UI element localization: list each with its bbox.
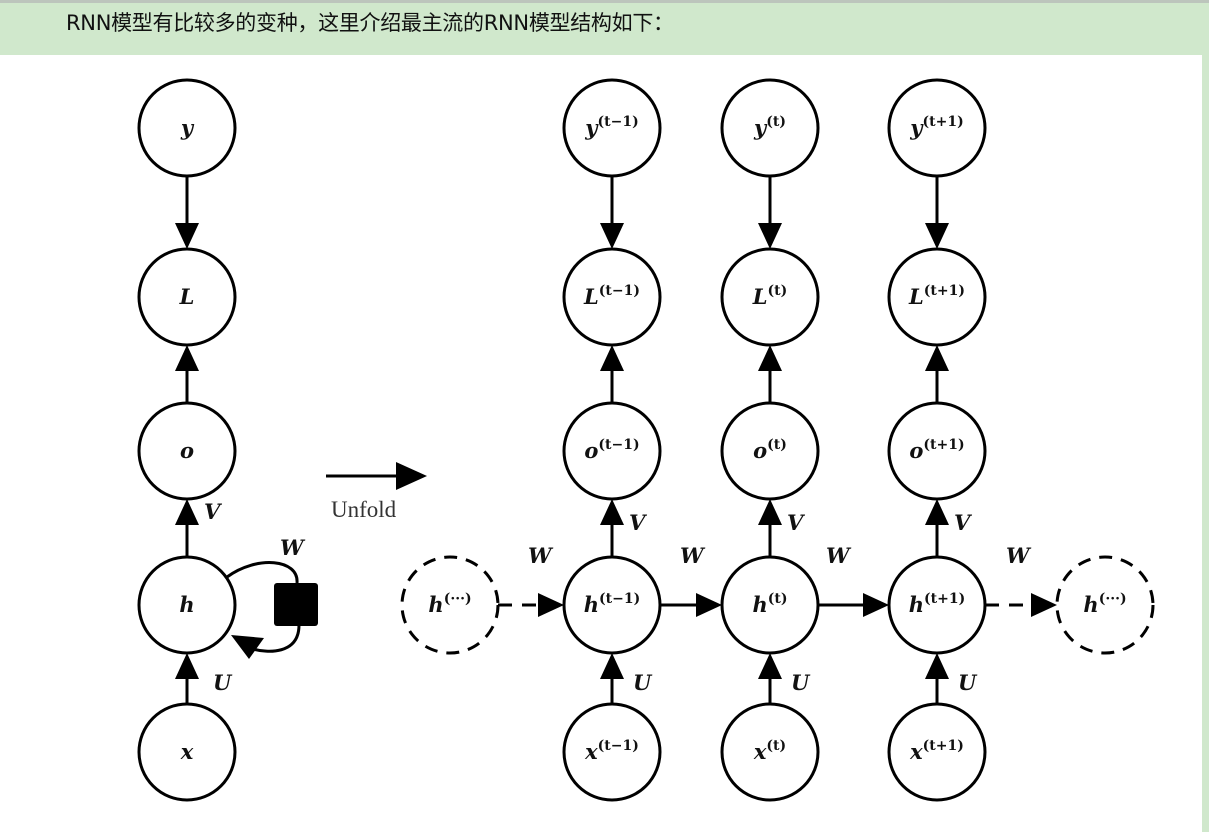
node-h-t0 <box>562 555 662 655</box>
node-label-y-t0: y(t−1) <box>584 114 638 140</box>
node-o-t0 <box>562 401 662 501</box>
edge-label-W-2: W <box>826 543 852 568</box>
node-label-h-t1: h(t) <box>753 591 788 617</box>
edge-label-W-0: W <box>528 543 554 568</box>
node-x-t1 <box>720 702 820 802</box>
arrowhead-h-t1-h-t2 <box>863 593 889 617</box>
arrowhead-recurrent <box>231 635 264 659</box>
edge-label-V: V <box>204 499 223 524</box>
node-label-x: x <box>180 739 194 764</box>
recurrent-loop-bottom <box>252 624 301 653</box>
node-label-y: y <box>180 115 195 140</box>
node-y-t0 <box>562 78 662 178</box>
node-label-L-t2: L(t+1) <box>908 283 965 309</box>
arrowhead-x-h-t2 <box>925 653 949 679</box>
node-h-ellipsis-right <box>1055 555 1155 655</box>
node-label-o: o <box>180 438 194 463</box>
node-x-t0 <box>562 702 662 802</box>
arrowhead-h-o <box>175 499 199 525</box>
edge-label-W-1: W <box>680 543 706 568</box>
node-label-x-t1: x(t) <box>753 738 786 764</box>
edge-label-U-t1: U <box>791 670 811 695</box>
node-label-h-ellipsis-left: h(···) <box>428 591 471 617</box>
node-label-L-t1: L(t) <box>752 283 787 309</box>
banner-text: RNN模型有比较多的变种，这里介绍最主流的RNN模型结构如下： <box>66 11 674 35</box>
arrowhead-x-h <box>175 653 199 679</box>
node-h-t2 <box>887 555 987 655</box>
banner: RNN模型有比较多的变种，这里介绍最主流的RNN模型结构如下： <box>0 3 1209 55</box>
arrowhead-y-L-t1 <box>758 223 782 249</box>
node-h-ellipsis-left <box>400 555 500 655</box>
node-label-h-ellipsis-right: h(···) <box>1083 591 1126 617</box>
arrowhead-y-L-t2 <box>925 223 949 249</box>
edge-label-U-t2: U <box>958 670 978 695</box>
node-x <box>137 702 237 802</box>
delay-square <box>274 583 318 626</box>
arrowhead-h-t2-h-ellipsis <box>1031 593 1057 617</box>
node-label-x-t0: x(t−1) <box>584 738 639 764</box>
arrowhead-h-o-t1 <box>758 499 782 525</box>
arrowhead-h-o-t0 <box>600 499 624 525</box>
arrowhead-y-L-t0 <box>600 223 624 249</box>
arrowhead-o-L <box>175 345 199 371</box>
arrowhead-x-h-t0 <box>600 653 624 679</box>
node-label-x-t2: x(t+1) <box>909 738 964 764</box>
arrowhead-o-L-t2 <box>925 345 949 371</box>
node-L-t2 <box>887 247 987 347</box>
node-L-t0 <box>562 247 662 347</box>
arrowhead-o-L-t1 <box>758 345 782 371</box>
unfold-arrowhead <box>396 462 427 490</box>
node-label-o-t1: o(t) <box>753 437 787 463</box>
edge-label-U: U <box>213 670 233 695</box>
node-label-o-t2: o(t+1) <box>909 437 964 463</box>
node-label-L-t0: L(t−1) <box>583 283 640 309</box>
node-o-t2 <box>887 401 987 501</box>
arrowhead-h-o-t2 <box>925 499 949 525</box>
node-h <box>137 555 237 655</box>
recurrent-loop-top <box>226 561 299 584</box>
edge-label-U-t0: U <box>633 670 653 695</box>
node-o <box>137 401 237 501</box>
arrowhead-y-L <box>175 223 199 249</box>
edge-label-V-t1: V <box>787 510 806 535</box>
node-label-L: L <box>179 284 195 309</box>
edge-label-V-t0: V <box>629 510 648 535</box>
node-h-t1 <box>720 555 820 655</box>
arrowhead-o-L-t0 <box>600 345 624 371</box>
node-x-t2 <box>887 702 987 802</box>
node-label-o-t0: o(t−1) <box>584 437 639 463</box>
node-label-h: h <box>179 592 194 617</box>
node-label-y-t1: y(t) <box>753 114 786 140</box>
edge-label-V-t2: V <box>954 510 973 535</box>
node-L-t1 <box>720 247 820 347</box>
node-L <box>137 247 237 347</box>
rnn-diagram: yLo h x V U W Unfold y(t−1) L(t−1) o(t−1) h(t−1) x(… <box>137 78 1155 802</box>
node-o-t1 <box>720 401 820 501</box>
edge-label-W-3: W <box>1006 543 1032 568</box>
node-y-t1 <box>720 78 820 178</box>
node-label-h-t0: h(t−1) <box>584 591 640 617</box>
right-rail <box>1202 55 1209 832</box>
arrowhead-x-h-t1 <box>758 653 782 679</box>
unfold-label: Unfold <box>331 497 397 522</box>
top-border <box>0 0 1209 3</box>
arrowhead-h-t0-h-t1 <box>696 593 722 617</box>
node-label-h-t2: h(t+1) <box>909 591 965 617</box>
node-label-y-t2: y(t+1) <box>909 114 963 140</box>
edge-label-W: W <box>280 535 306 560</box>
arrowhead-h-ellipsis-h-t0 <box>538 593 564 617</box>
node-y <box>137 78 237 178</box>
node-y-t2 <box>887 78 987 178</box>
